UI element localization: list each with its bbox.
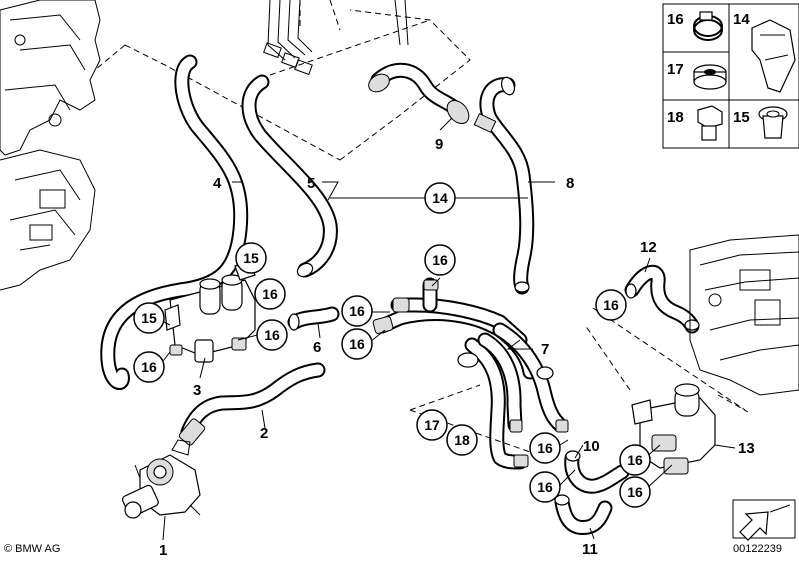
copyright-text: © BMW AG	[4, 543, 60, 555]
ref-line	[94, 44, 126, 71]
label-11: 11	[582, 541, 598, 558]
legend-label-15: 15	[733, 109, 750, 126]
pipe-assembly-7	[372, 277, 569, 470]
svg-text:15: 15	[243, 250, 259, 266]
hose-6	[287, 306, 340, 331]
direction-arrow-icon	[732, 499, 796, 541]
ref-line	[339, 9, 471, 161]
label-4: 4	[213, 175, 222, 192]
legend-label-14: 14	[733, 11, 750, 28]
svg-text:14: 14	[432, 190, 448, 206]
ref-line	[409, 384, 481, 411]
callout-16: 16	[424, 244, 456, 276]
hose-8	[473, 76, 535, 295]
hose-10	[564, 450, 630, 494]
svg-text:16: 16	[262, 286, 278, 302]
label-3: 3	[193, 382, 201, 399]
hose-9	[368, 63, 470, 125]
legend-label-18: 18	[667, 109, 684, 126]
svg-text:16: 16	[537, 440, 553, 456]
callout-16: 16	[341, 295, 373, 327]
ref-line	[592, 307, 746, 411]
ref-line	[269, 19, 431, 76]
label-9: 9	[435, 136, 443, 153]
hose-12	[624, 265, 700, 334]
plug-icon	[697, 105, 723, 141]
svg-text:16: 16	[349, 336, 365, 352]
engine-block	[0, 0, 101, 291]
pump-1	[121, 439, 201, 519]
hose-bracket-icon	[751, 19, 796, 93]
callout-18: 18	[446, 424, 478, 456]
label-10: 10	[583, 438, 600, 455]
legend-label-16: 16	[667, 11, 684, 28]
svg-text:16: 16	[264, 327, 280, 343]
label-5: 5	[307, 175, 315, 192]
label-12: 12	[640, 239, 657, 256]
svg-text:16: 16	[141, 359, 157, 375]
ref-line	[124, 44, 341, 161]
engine-pipes	[263, 0, 409, 76]
callout-15: 15	[133, 302, 165, 334]
svg-text:16: 16	[537, 479, 553, 495]
heater-unit	[689, 234, 799, 396]
legend-label-17: 17	[667, 61, 684, 78]
callouts: 14 15 16 15 16 16 16 16 16 16 17 18 16 1…	[133, 182, 651, 508]
label-6: 6	[313, 339, 321, 356]
callout-16: 16	[254, 278, 286, 310]
parts-legend: 16 14 17 18 15	[662, 3, 799, 149]
svg-text:16: 16	[432, 252, 448, 268]
label-1: 1	[159, 542, 167, 559]
svg-text:16: 16	[349, 303, 365, 319]
callout-14: 14	[424, 182, 456, 214]
diagram-code: 00122239	[733, 543, 782, 555]
ref-line	[299, 0, 341, 31]
callout-15: 15	[235, 242, 267, 274]
label-7: 7	[541, 341, 549, 358]
label-8: 8	[566, 175, 574, 192]
grommet-icon	[693, 64, 727, 90]
hose-2	[178, 362, 326, 446]
hose-clamp-icon	[693, 11, 723, 41]
callout-16: 16	[619, 476, 651, 508]
hose-11	[554, 494, 613, 535]
svg-text:16: 16	[603, 297, 619, 313]
callout-16: 16	[133, 351, 165, 383]
callout-16: 16	[595, 289, 627, 321]
ref-line	[717, 394, 749, 413]
callout-16: 16	[341, 328, 373, 360]
valve-13	[631, 383, 716, 475]
svg-text:18: 18	[454, 432, 470, 448]
leader-lines	[159, 117, 736, 541]
label-13: 13	[738, 440, 755, 457]
callout-16: 16	[529, 432, 561, 464]
svg-text:17: 17	[424, 417, 440, 433]
label-2: 2	[260, 425, 268, 442]
svg-text:16: 16	[627, 484, 643, 500]
svg-text:16: 16	[627, 452, 643, 468]
callout-16: 16	[256, 319, 288, 351]
callout-17: 17	[416, 409, 448, 441]
hose-5	[241, 74, 338, 278]
callout-16: 16	[619, 444, 651, 476]
cap-icon	[758, 106, 788, 139]
svg-text:15: 15	[141, 310, 157, 326]
callout-16: 16	[529, 471, 561, 503]
ref-line	[584, 324, 631, 391]
hose-4	[100, 54, 249, 391]
